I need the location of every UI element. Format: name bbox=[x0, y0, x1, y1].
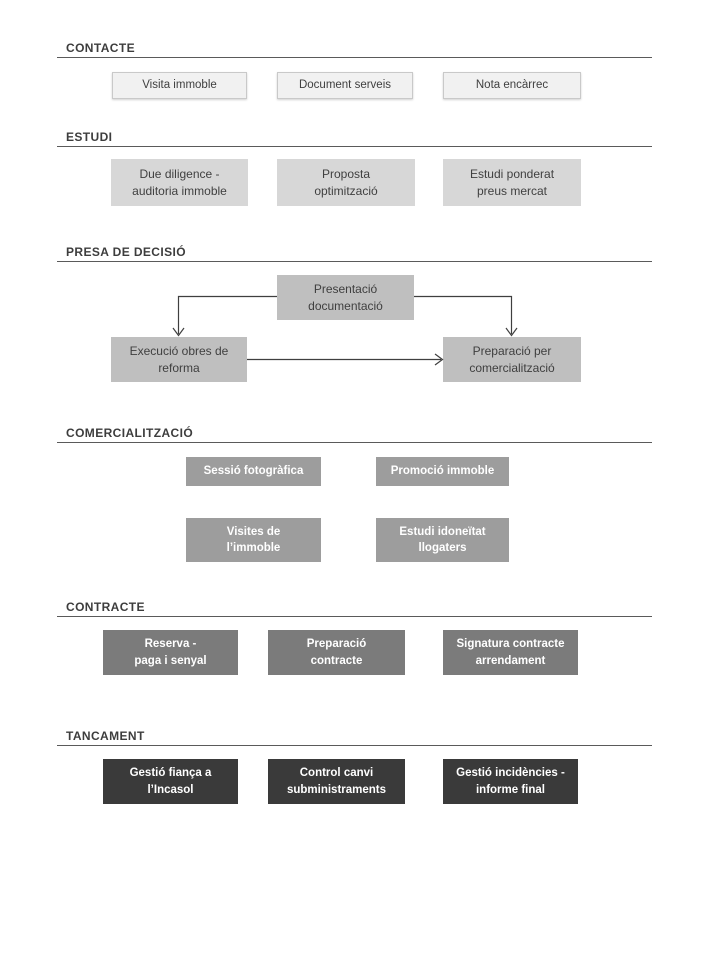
section-title-contracte: CONTRACTE bbox=[66, 600, 145, 614]
process-box-gestio-fianca: Gestió fiança a l’Incasol bbox=[103, 759, 238, 804]
process-box-execucio-obres: Execució obres de reforma bbox=[111, 337, 247, 382]
process-box-visita-immoble: Visita immoble bbox=[112, 72, 247, 99]
flow-arrow-right-line bbox=[414, 295, 513, 334]
process-box-visites-immoble: Visites de l’immoble bbox=[186, 518, 321, 562]
process-box-nota-encarrec: Nota encàrrec bbox=[443, 72, 581, 99]
section-rule bbox=[57, 57, 652, 58]
section-title-tancament: TANCAMENT bbox=[66, 729, 145, 743]
section-rule bbox=[57, 261, 652, 262]
flow-arrow-horizontal-head bbox=[434, 353, 444, 366]
section-rule bbox=[57, 442, 652, 443]
process-box-estudi-ponderat: Estudi ponderat preus mercat bbox=[443, 159, 581, 206]
section-title-estudi: ESTUDI bbox=[66, 130, 113, 144]
process-box-gestio-incidencies: Gestió incidències - informe final bbox=[443, 759, 578, 804]
process-box-due-diligence: Due diligence - auditoria immoble bbox=[111, 159, 248, 206]
process-box-sessio-fotografica: Sessió fotogràfica bbox=[186, 457, 321, 486]
process-box-reserva-paga-senyal: Reserva - paga i senyal bbox=[103, 630, 238, 675]
section-title-presa-de-decisio: PRESA DE DECISIÓ bbox=[66, 245, 186, 259]
process-box-estudi-idoneitat: Estudi idoneïtat llogaters bbox=[376, 518, 509, 562]
process-box-promocio-immoble: Promoció immoble bbox=[376, 457, 509, 486]
process-box-proposta-optimitzacio: Proposta optimització bbox=[277, 159, 415, 206]
section-rule bbox=[57, 745, 652, 746]
section-rule bbox=[57, 146, 652, 147]
process-box-control-canvi: Control canvi subministraments bbox=[268, 759, 405, 804]
process-box-preparacio-contracte: Preparació contracte bbox=[268, 630, 405, 675]
flow-arrow-left-head bbox=[172, 327, 185, 337]
section-title-contacte: CONTACTE bbox=[66, 41, 135, 55]
process-box-document-serveis: Document serveis bbox=[277, 72, 413, 99]
section-rule bbox=[57, 616, 652, 617]
flow-arrow-left-line bbox=[177, 295, 277, 334]
section-title-comercialitzacio: COMERCIALITZACIÓ bbox=[66, 426, 194, 440]
flow-arrow-right-head bbox=[505, 327, 518, 337]
process-box-preparacio-comercialitzacio: Preparació per comercialització bbox=[443, 337, 581, 382]
process-box-presentacio-documentacio: Presentació documentació bbox=[277, 275, 414, 320]
process-box-signatura-contracte: Signatura contracte arrendament bbox=[443, 630, 578, 675]
